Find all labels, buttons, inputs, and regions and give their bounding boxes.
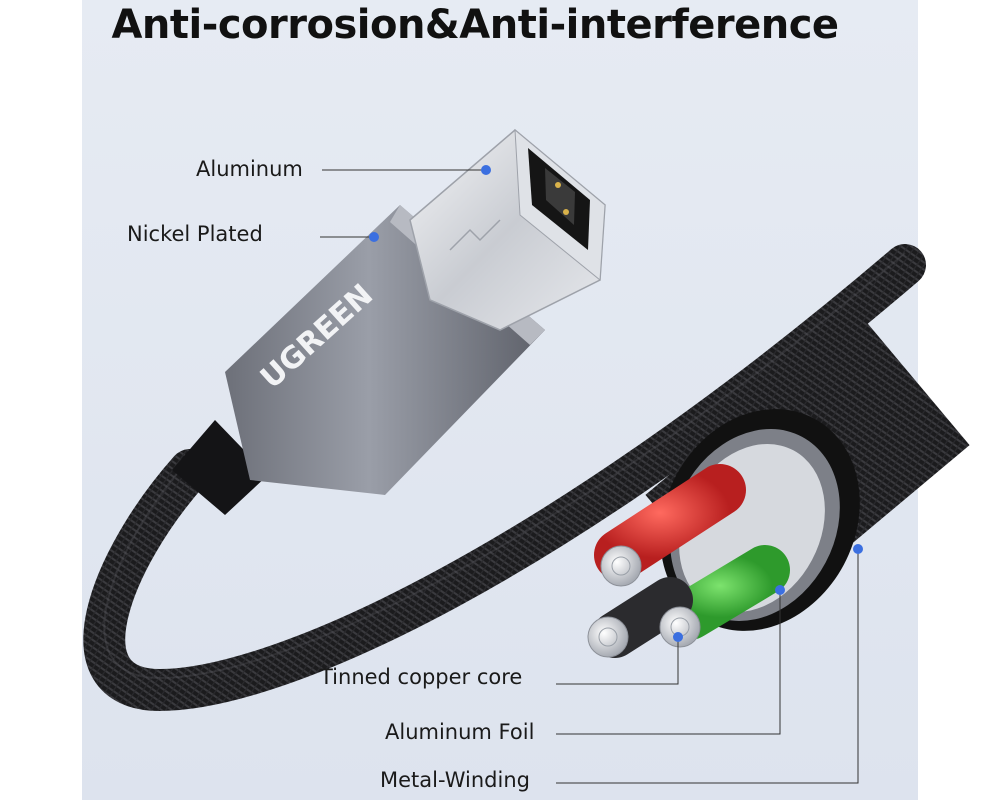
copper-strands-black [587, 616, 629, 658]
callout-dot-foil [775, 585, 785, 595]
green-wire [665, 545, 790, 640]
strain-relief [172, 420, 268, 515]
callout-label-aluminum: Aluminum [196, 157, 303, 181]
callout-dot-nickel [369, 232, 379, 242]
red-wire [594, 464, 746, 581]
copper-strands-red [600, 545, 642, 587]
callout-dot-copper [673, 632, 683, 642]
page-title: Anti-corrosion&Anti-interference [111, 2, 839, 48]
callout-lines [320, 169, 859, 784]
callout-dot-winding [853, 544, 863, 554]
callout-label-nickel-plated: Nickel Plated [127, 222, 263, 246]
callout-label-tinned-copper-core: Tinned copper core [320, 665, 523, 689]
braided-cable [83, 244, 926, 712]
callout-dot-aluminum [481, 165, 491, 175]
copper-strands-green [659, 606, 701, 648]
callout-label-aluminum-foil: Aluminum Foil [385, 720, 535, 744]
callout-label-metal-winding: Metal-Winding [380, 768, 530, 792]
